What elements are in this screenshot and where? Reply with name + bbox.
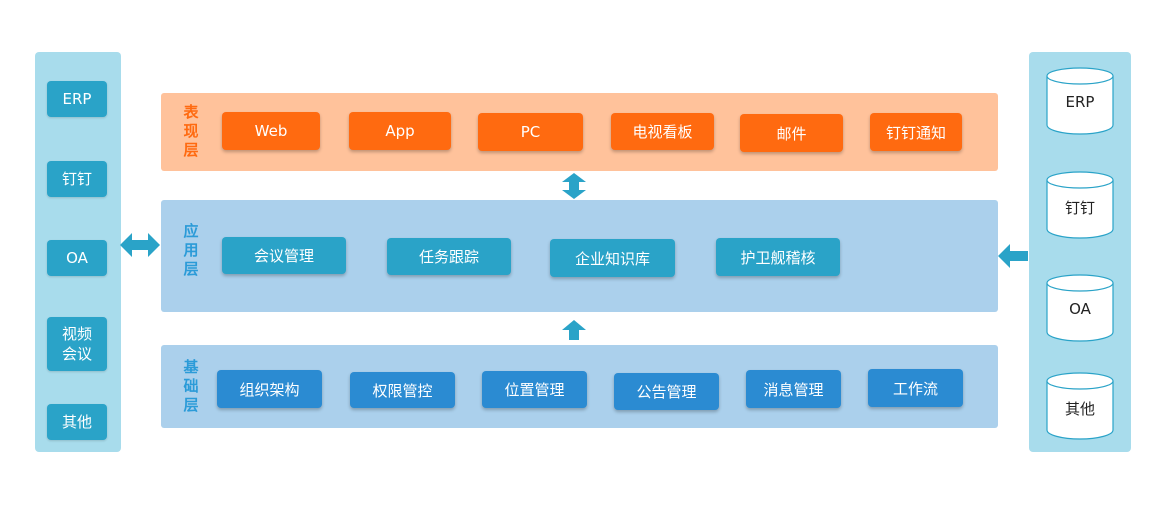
database-cylinder-icon <box>1046 372 1114 440</box>
left-item-dingtalk[interactable]: 钉钉 <box>47 161 107 197</box>
chip-pc[interactable]: PC <box>478 113 583 151</box>
chip-announcement-management[interactable]: 公告管理 <box>614 373 719 410</box>
chip-permission-control[interactable]: 权限管控 <box>350 372 455 408</box>
database-label: 其他 <box>1064 400 1095 418</box>
application-layer: 应 用 层 会议管理 任务跟踪 企业知识库 护卫舰稽核 <box>161 200 998 312</box>
database-other[interactable]: 其他 <box>1046 372 1114 440</box>
chip-location-management[interactable]: 位置管理 <box>482 371 587 408</box>
chip-knowledge-base[interactable]: 企业知识库 <box>550 239 675 277</box>
chip-email[interactable]: 邮件 <box>740 114 843 152</box>
chip-meeting-management[interactable]: 会议管理 <box>222 237 346 274</box>
left-item-erp[interactable]: ERP <box>47 81 107 117</box>
foundation-layer: 基 础 层 组织架构 权限管控 位置管理 公告管理 消息管理 工作流 <box>161 345 998 428</box>
chip-tv-dashboard[interactable]: 电视看板 <box>611 113 714 150</box>
database-label: 钉钉 <box>1064 199 1095 217</box>
left-item-oa[interactable]: OA <box>47 240 107 276</box>
double-arrow-horizontal-icon <box>120 233 160 257</box>
up-arrow-icon <box>562 320 586 340</box>
database-cylinder-icon <box>1046 67 1114 135</box>
chip-org-structure[interactable]: 组织架构 <box>217 370 322 408</box>
database-oa[interactable]: OA <box>1046 274 1114 342</box>
foundation-layer-title: 基 础 层 <box>183 358 199 414</box>
database-erp[interactable]: ERP <box>1046 67 1114 135</box>
chip-dingtalk-notify[interactable]: 钉钉通知 <box>870 113 962 151</box>
database-label: ERP <box>1065 93 1095 111</box>
chip-app[interactable]: App <box>349 112 451 150</box>
double-arrow-vertical-icon <box>562 173 586 199</box>
database-label: OA <box>1069 300 1091 318</box>
left-item-other[interactable]: 其他 <box>47 404 107 440</box>
chip-escort-audit[interactable]: 护卫舰稽核 <box>716 238 840 276</box>
presentation-layer-title: 表 现 层 <box>183 103 199 159</box>
left-arrow-icon <box>998 244 1028 268</box>
database-cylinder-icon <box>1046 274 1114 342</box>
chip-task-tracking[interactable]: 任务跟踪 <box>387 238 511 275</box>
database-dingtalk[interactable]: 钉钉 <box>1046 171 1114 239</box>
chip-web[interactable]: Web <box>222 112 320 150</box>
presentation-layer: 表 现 层 Web App PC 电视看板 邮件 钉钉通知 <box>161 93 998 171</box>
chip-workflow[interactable]: 工作流 <box>868 369 963 407</box>
database-cylinder-icon <box>1046 171 1114 239</box>
chip-message-management[interactable]: 消息管理 <box>746 370 841 408</box>
left-systems-panel: ERP 钉钉 OA 视频 会议 其他 <box>35 52 121 452</box>
left-item-video-meeting[interactable]: 视频 会议 <box>47 317 107 371</box>
application-layer-title: 应 用 层 <box>183 222 199 278</box>
